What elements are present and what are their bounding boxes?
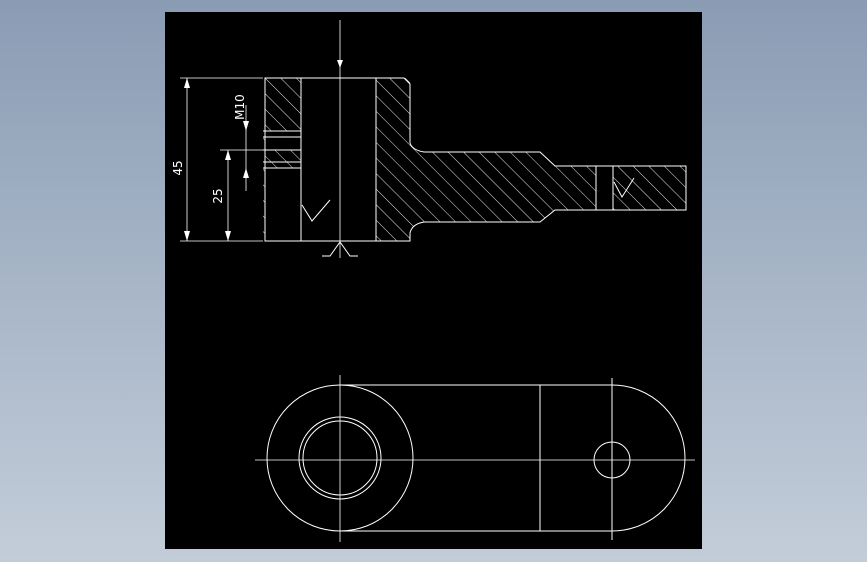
- dim-text-45: 45: [171, 160, 185, 175]
- hatch-body-arm: [376, 78, 596, 241]
- dim-text-25: 25: [211, 188, 225, 203]
- hatch-left-wall: [263, 78, 301, 241]
- centerline-arrow: [337, 60, 343, 68]
- plan-view: [255, 375, 695, 542]
- surface-finish-symbol-bore: [301, 199, 331, 222]
- surface-finish-symbol-tip: [613, 177, 635, 198]
- hatch-tip: [613, 166, 686, 210]
- section-outline: [264, 77, 687, 242]
- plan-outline: [340, 384, 686, 532]
- surface-finish-symbol-bottom: [322, 241, 358, 257]
- dim-text-m10: M10: [233, 94, 247, 120]
- section-view: 45 25 M10: [171, 20, 687, 258]
